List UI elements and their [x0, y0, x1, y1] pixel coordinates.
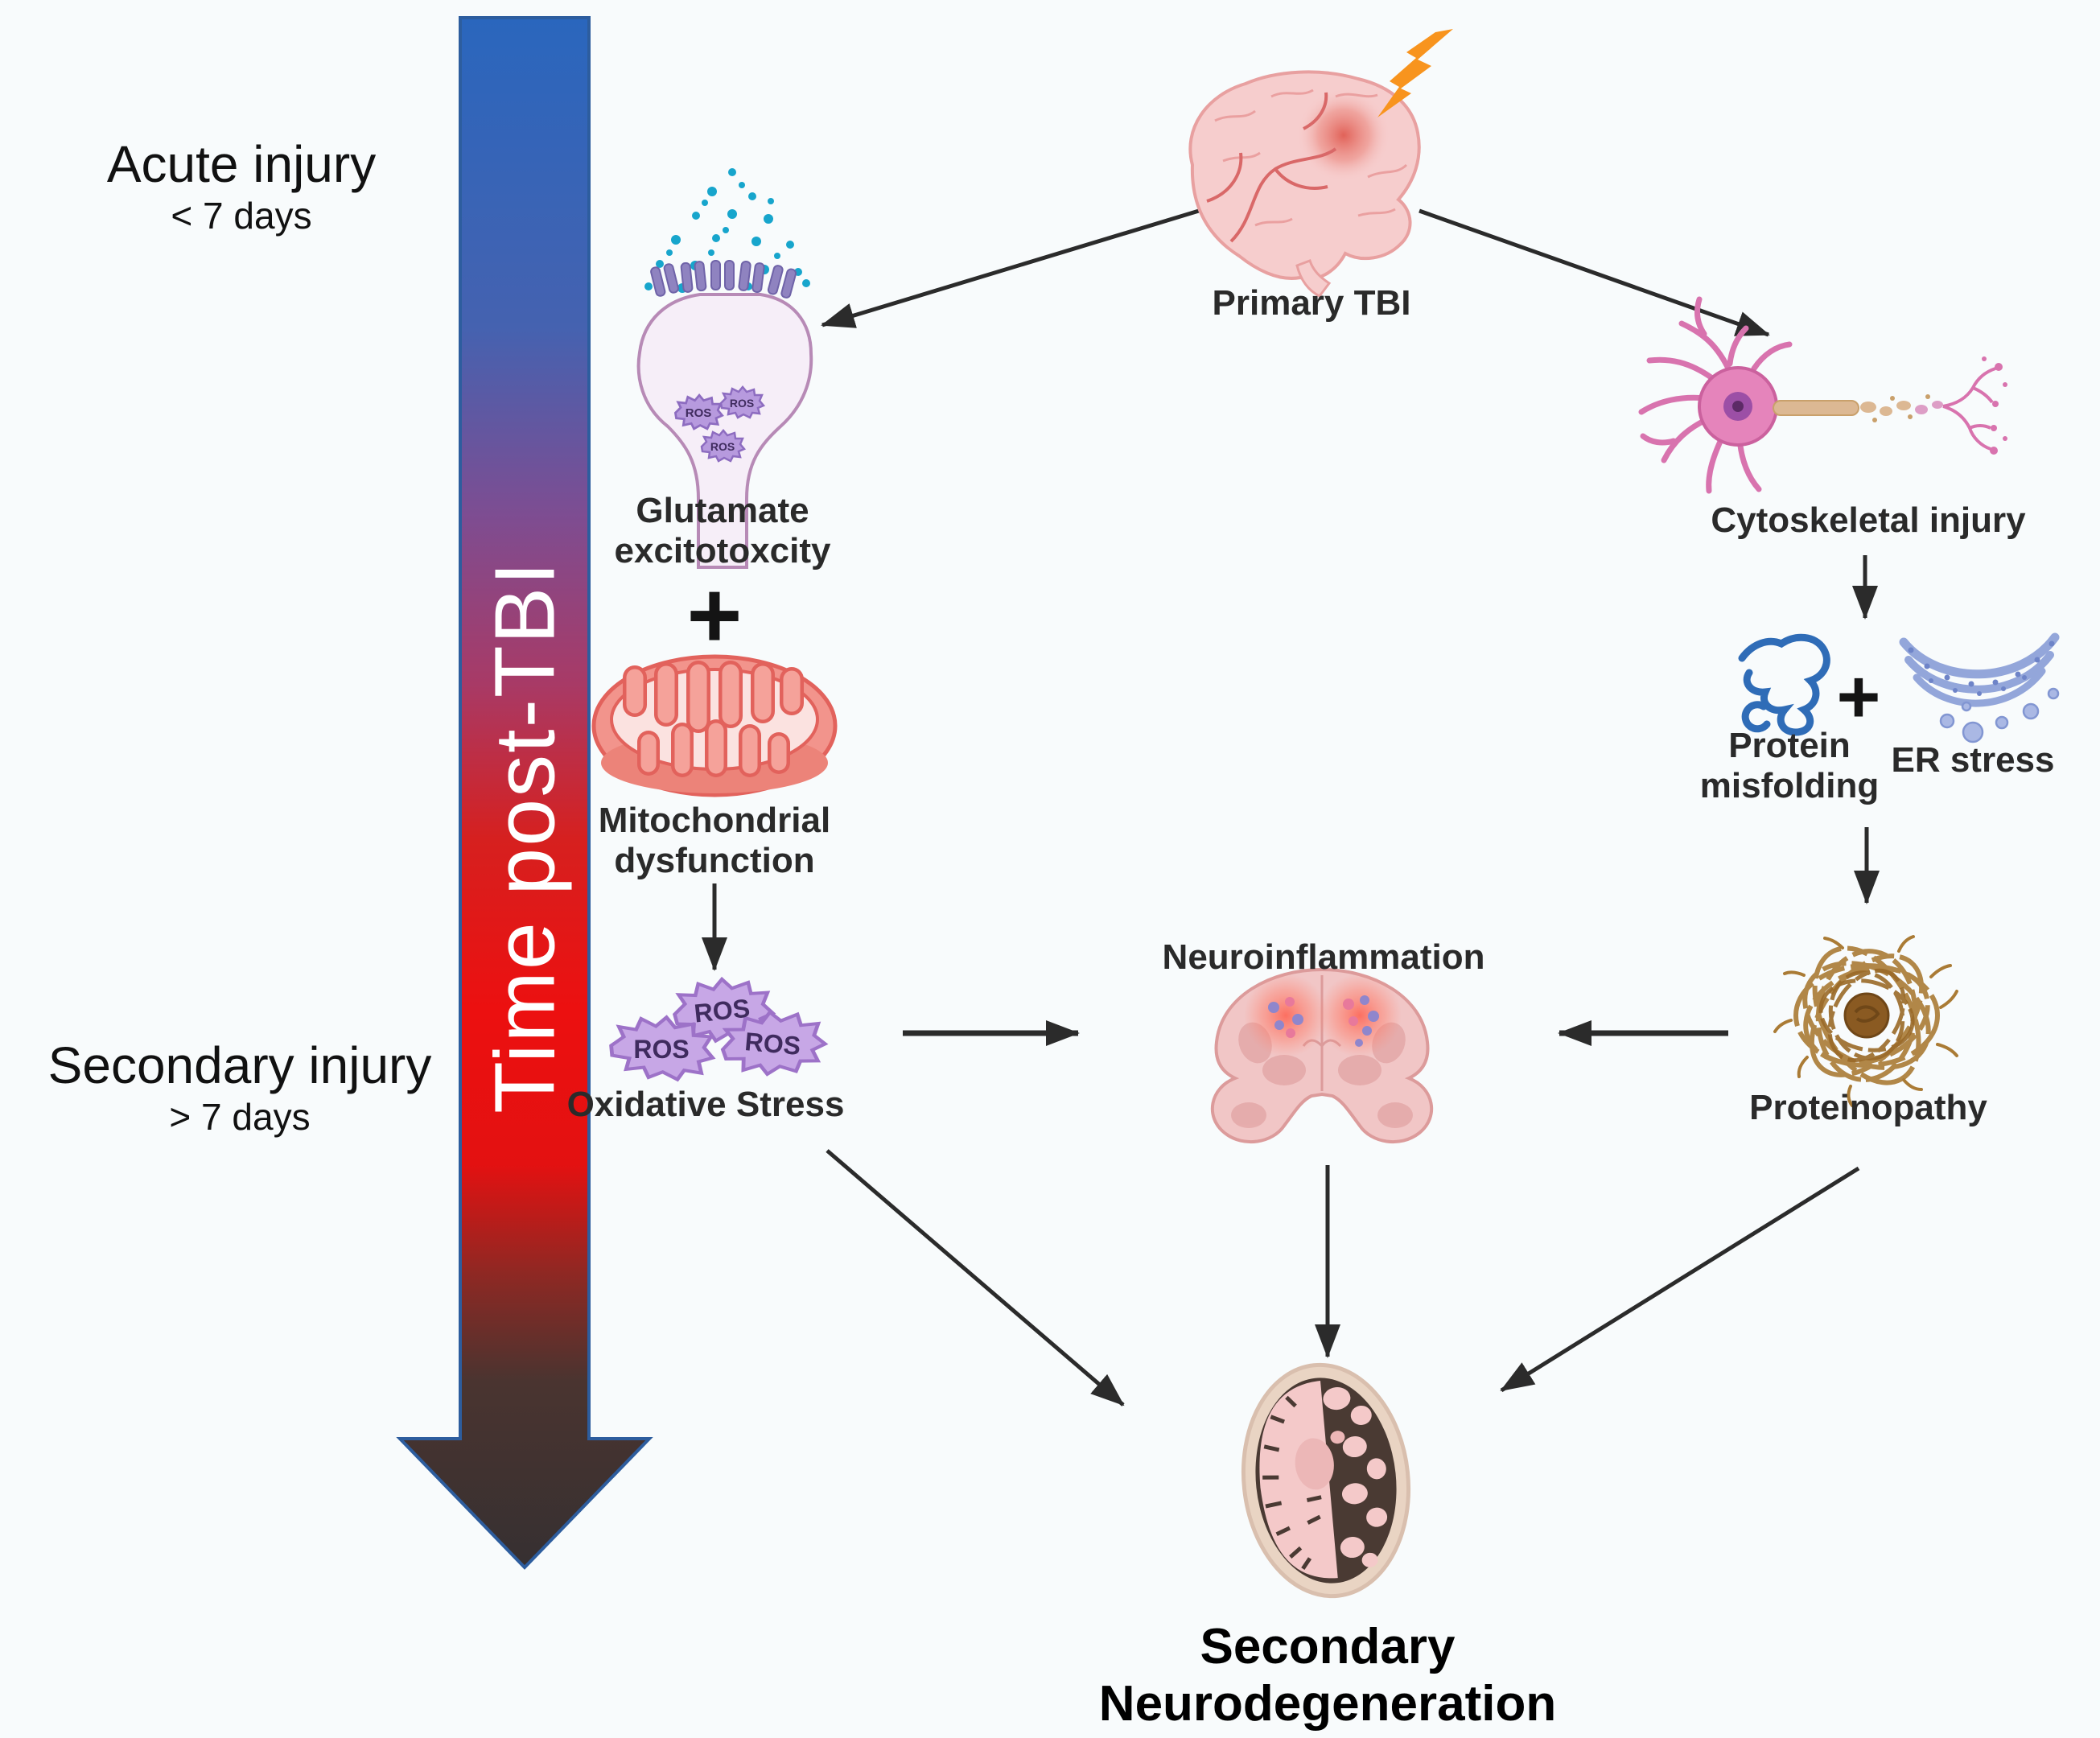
ribosome-dots: [1908, 640, 2055, 696]
svg-text:ROS: ROS: [633, 1035, 689, 1064]
svg-text:ROS: ROS: [710, 440, 735, 453]
secondary-injury-label: Secondary injury: [47, 1036, 432, 1094]
svg-text:ROS: ROS: [730, 397, 754, 410]
arrow-primary-to-cytoskeletal: [1419, 208, 1770, 337]
secondary-neurodegeneration-label: Secondary Neurodegeneration: [1098, 1619, 1557, 1732]
impact-spot: [1297, 89, 1390, 182]
arrow-oxidative-to-outcome: [826, 1149, 1125, 1406]
primary-tbi-brain-illustration: [1188, 29, 1453, 298]
lightning-bolt-icon: [1377, 29, 1453, 117]
plus-operator-right: +: [1836, 654, 1881, 739]
glutamate-excitotoxicity-label: Glutamate excitotoxcity: [614, 491, 831, 571]
axon-terminal-arbor: [1942, 367, 1996, 451]
acute-injury-label: Acute injury: [106, 135, 377, 193]
inner-structures: [1231, 1022, 1413, 1128]
inflammation-glow-right: [1318, 974, 1402, 1057]
tangle-hairs: [1773, 935, 1958, 1107]
synapse-ros-blobs: ROS ROS ROS: [674, 385, 765, 463]
secondary-neurodegeneration-brain-illustration: [1241, 1362, 1411, 1599]
timeline-arrow: [396, 16, 653, 1570]
proteinopathy-label: Proteinopathy: [1749, 1088, 1987, 1127]
er-illustration: [1899, 632, 2060, 743]
er-vesicles: [1939, 687, 2060, 743]
neuroinflammation-label: Neuroinflammation: [1162, 937, 1485, 977]
svg-text:ROS: ROS: [686, 406, 712, 420]
brainstem: [1295, 259, 1332, 298]
vessel-lines: [1206, 92, 1337, 243]
dendrites: [1638, 296, 1793, 494]
tangle-core: [1843, 992, 1890, 1039]
arrow-proteinopathy-to-outcome: [1500, 1166, 1860, 1393]
er-stress-label: ER stress: [1891, 740, 2055, 780]
cytoskeletal-injury-label: Cytoskeletal injury: [1711, 500, 2026, 540]
arrow-primary-to-glutamate: [821, 208, 1200, 328]
acute-injury-duration: < 7 days: [171, 195, 312, 237]
glutamate-synapse-illustration: ROS ROS ROS: [636, 168, 813, 569]
synapse-receptors: [650, 260, 797, 299]
ros-cluster-illustration: ROS ROS ROS: [608, 976, 829, 1081]
proteinopathy-tangle-illustration: [1773, 935, 1958, 1107]
secondary-injury-duration: > 7 days: [169, 1096, 311, 1138]
right-hemisphere-gyri: [1323, 1387, 1388, 1567]
connector-arrows: [702, 208, 1880, 1406]
neuron-illustration: [1638, 296, 2007, 494]
terminal-dots: [1982, 356, 2007, 455]
gyri-lines: [1214, 89, 1408, 227]
left-hemisphere: [1259, 1381, 1338, 1579]
axon-segment: [1773, 400, 1859, 416]
misfolded-protein-illustration: [1738, 633, 1830, 736]
timeline-label: Time post-TBI: [477, 560, 573, 1114]
primary-tbi-label: Primary TBI: [1212, 283, 1411, 323]
cristae-top: [623, 661, 804, 733]
svg-text:ROS: ROS: [693, 994, 751, 1028]
inflammation-glow-left: [1244, 974, 1328, 1057]
microglia-dots: [1268, 995, 1379, 1047]
plus-operator-left: +: [686, 562, 743, 669]
mitochondrial-dysfunction-label: Mitochondrial dysfunction: [598, 801, 831, 881]
oxidative-stress-label: Oxidative Stress: [566, 1085, 845, 1124]
protein-misfolding-label: Protein misfolding: [1699, 726, 1880, 806]
axon-fragments: [1860, 394, 1943, 422]
cristae-bottom: [637, 719, 790, 777]
left-gyri-notches: [1262, 1395, 1322, 1570]
mitochondria-illustration: [591, 654, 838, 797]
neuroinflammation-brain-illustration: [1210, 967, 1434, 1144]
svg-text:ROS: ROS: [743, 1027, 801, 1061]
